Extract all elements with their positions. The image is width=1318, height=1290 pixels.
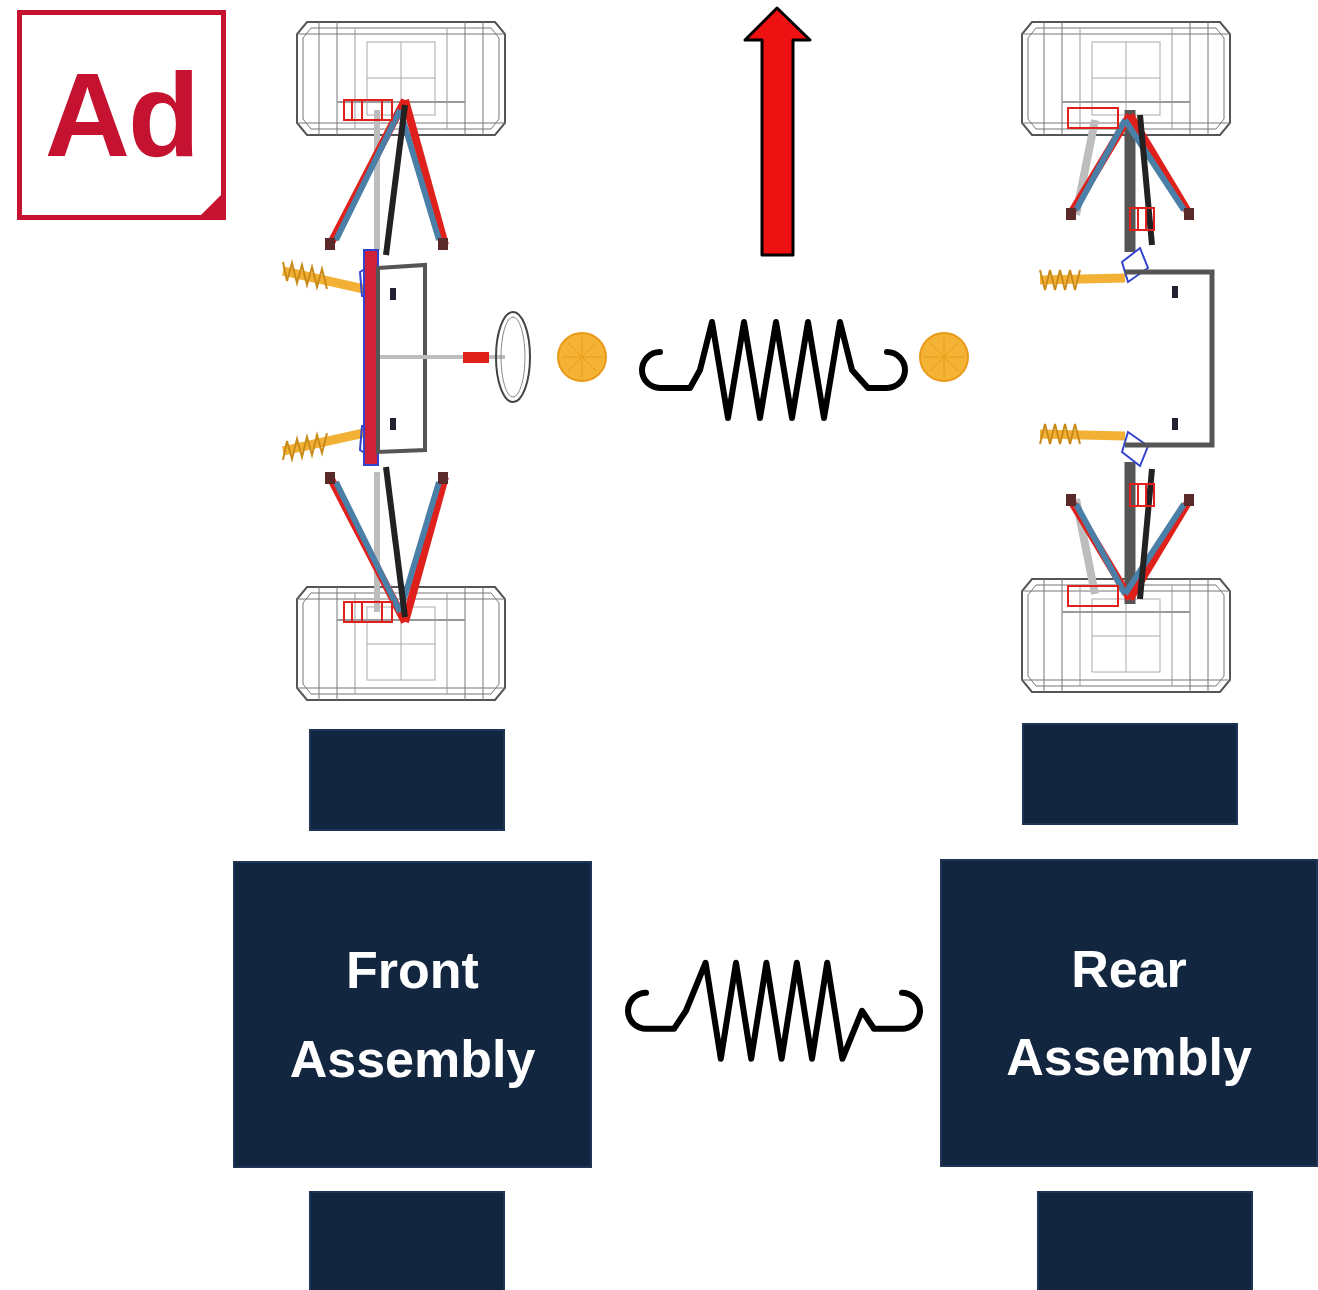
spring-connector bbox=[628, 963, 920, 1059]
node-text: Front Assembly bbox=[263, 926, 563, 1103]
node-text: Ad bbox=[45, 56, 198, 174]
assembly-box: Front Assembly bbox=[233, 861, 592, 1168]
node-text: Rear Assembly bbox=[979, 925, 1279, 1102]
logo-box: Ad bbox=[17, 10, 226, 220]
assembly-box: Rear Assembly bbox=[940, 859, 1318, 1167]
